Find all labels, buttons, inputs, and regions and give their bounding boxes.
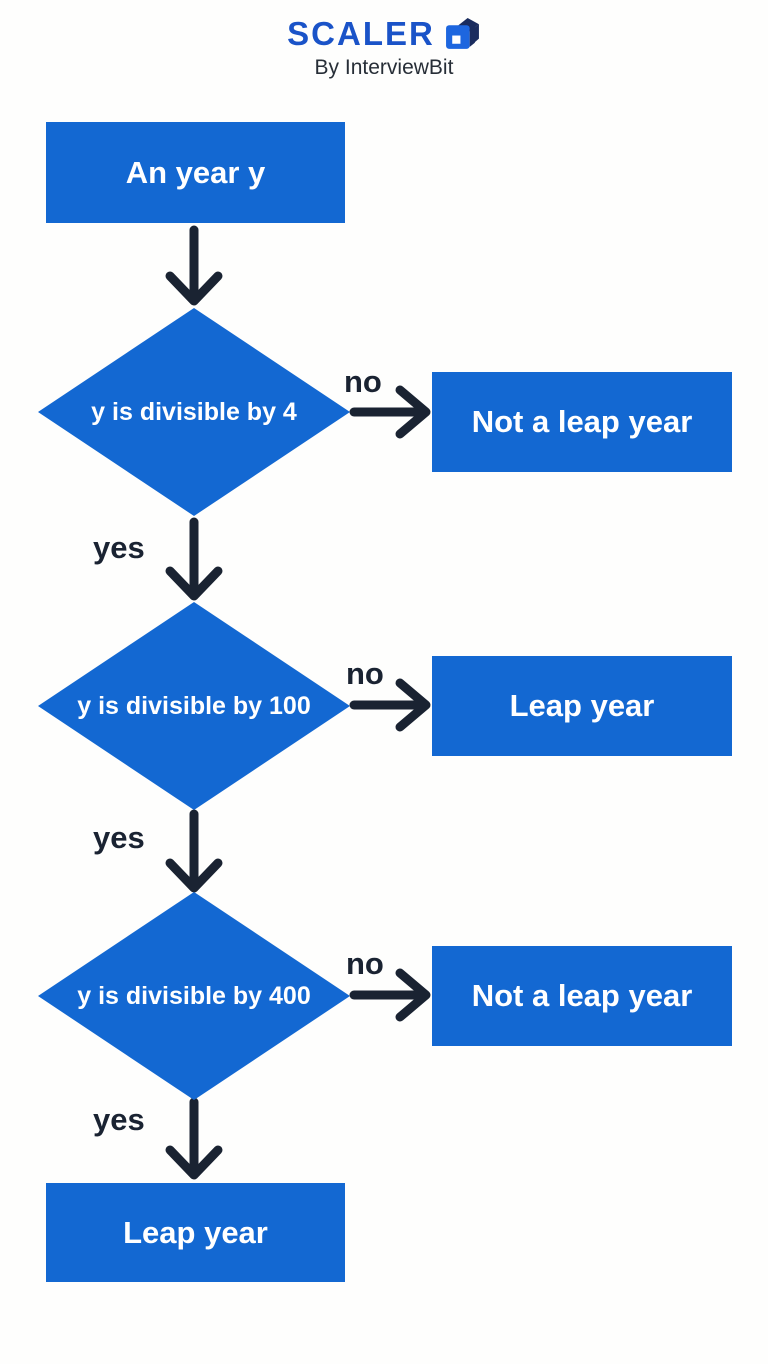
branch-label-no: no <box>346 946 384 981</box>
arrow-div400-yes-to-end <box>165 1097 223 1180</box>
end-node-leap-year: Leap year <box>46 1183 345 1282</box>
brand-row: SCALER <box>287 16 481 53</box>
brand-wordmark: SCALER <box>287 15 435 53</box>
brand-header: SCALER By InterviewBit <box>0 16 768 80</box>
branch-label-yes: yes <box>93 820 145 855</box>
decision-label: y is divisible by 400 <box>77 981 311 1010</box>
branch-label-no: no <box>346 656 384 691</box>
result-node-label: Leap year <box>509 688 655 723</box>
decision-divisible-by-4: y is divisible by 4 <box>38 308 350 516</box>
end-node-label: Leap year <box>123 1214 268 1250</box>
branch-label-yes: yes <box>93 530 145 565</box>
start-node-label: An year y <box>125 154 266 190</box>
branch-label-yes: yes <box>93 1102 145 1137</box>
result-node-label: Not a leap year <box>471 978 693 1013</box>
result-node-leap-year-1: Leap year <box>432 656 732 756</box>
start-node-input-year: An year y <box>46 122 345 223</box>
result-node-label: Not a leap year <box>471 404 693 439</box>
arrow-start-to-div4 <box>165 225 223 306</box>
decision-label: y is divisible by 100 <box>77 691 311 720</box>
arrow-div100-yes-to-div400 <box>165 809 223 893</box>
result-node-not-leap-year-1: Not a leap year <box>432 372 732 472</box>
decision-divisible-by-100: y is divisible by 100 <box>38 602 350 810</box>
branch-label-no: no <box>344 364 382 399</box>
result-node-not-leap-year-2: Not a leap year <box>432 946 732 1046</box>
brand-tagline: By InterviewBit <box>314 56 454 79</box>
decision-label: y is divisible by 4 <box>91 397 297 426</box>
cube-icon <box>445 18 479 49</box>
arrow-div4-yes-to-div100 <box>165 517 223 601</box>
decision-divisible-by-400: y is divisible by 400 <box>38 892 350 1100</box>
